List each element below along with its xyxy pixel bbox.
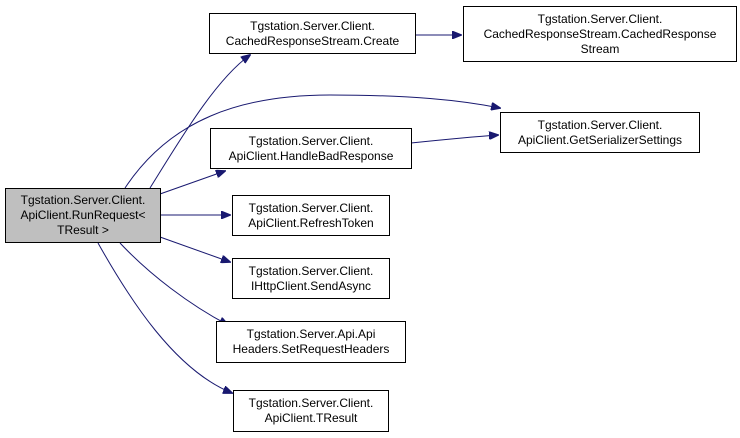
edge-root-to-badresponse xyxy=(159,171,225,195)
node-set-request-headers-label: Tgstation.Server.Api.Api Headers.SetRequ… xyxy=(232,327,390,356)
edge-root-to-setheaders xyxy=(119,242,228,325)
node-run-request[interactable]: Tgstation.Server.Client. ApiClient.RunRe… xyxy=(5,188,161,243)
node-set-request-headers[interactable]: Tgstation.Server.Api.Api Headers.SetRequ… xyxy=(216,321,406,363)
edge-root-to-create xyxy=(149,55,250,189)
node-cached-ctor[interactable]: Tgstation.Server.Client. CachedResponseS… xyxy=(463,6,737,62)
node-tresult[interactable]: Tgstation.Server.Client. ApiClient.TResu… xyxy=(233,390,389,432)
node-cached-create-label: Tgstation.Server.Client. CachedResponseS… xyxy=(225,18,400,48)
node-cached-create[interactable]: Tgstation.Server.Client. CachedResponseS… xyxy=(209,13,416,54)
edge-badresponse-to-serializer xyxy=(410,135,498,144)
edge-root-to-sendasync xyxy=(159,236,230,262)
node-tresult-label: Tgstation.Server.Client. ApiClient.TResu… xyxy=(248,396,374,425)
node-refresh-token-label: Tgstation.Server.Client. ApiClient.Refre… xyxy=(248,200,374,230)
node-handle-bad-response-label: Tgstation.Server.Client. ApiClient.Handl… xyxy=(228,133,394,163)
node-send-async[interactable]: Tgstation.Server.Client. IHttpClient.Sen… xyxy=(232,258,390,299)
node-run-request-label: Tgstation.Server.Client. ApiClient.RunRe… xyxy=(20,193,146,237)
edge-root-to-tresult xyxy=(97,242,232,393)
node-send-async-label: Tgstation.Server.Client. IHttpClient.Sen… xyxy=(248,263,374,293)
node-cached-ctor-label: Tgstation.Server.Client. CachedResponseS… xyxy=(483,11,717,56)
node-serializer-settings-label: Tgstation.Server.Client. ApiClient.GetSe… xyxy=(517,117,683,147)
node-refresh-token[interactable]: Tgstation.Server.Client. ApiClient.Refre… xyxy=(232,195,390,236)
node-handle-bad-response[interactable]: Tgstation.Server.Client. ApiClient.Handl… xyxy=(210,128,412,169)
edge-root-to-serializer xyxy=(124,94,500,189)
node-serializer-settings[interactable]: Tgstation.Server.Client. ApiClient.GetSe… xyxy=(500,112,700,153)
